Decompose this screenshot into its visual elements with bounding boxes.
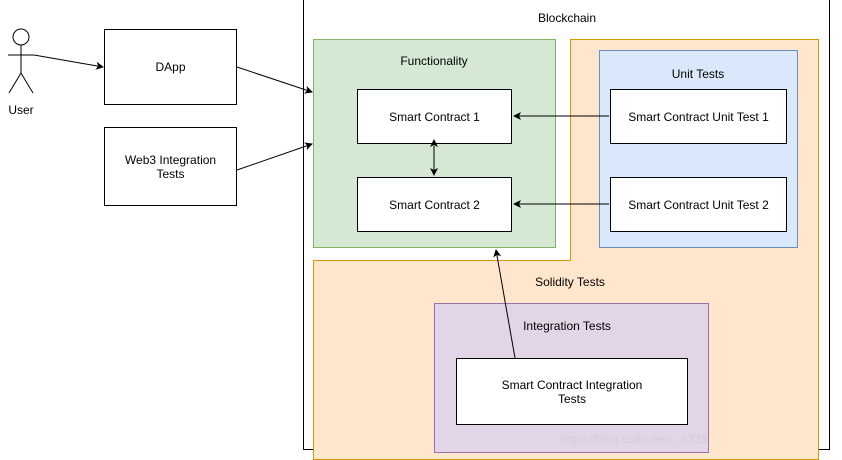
edge-web3-functionality bbox=[236, 142, 313, 171]
unit-test-2-box: Smart Contract Unit Test 2 bbox=[610, 177, 787, 232]
web3-integration-tests-box: Web3 Integration Tests bbox=[104, 127, 237, 206]
smart-contract-2-box: Smart Contract 2 bbox=[357, 177, 512, 232]
solidity-tests-label: Solidity Tests bbox=[535, 275, 605, 289]
functionality-label: Functionality bbox=[400, 54, 468, 68]
watermark: https://blog.csdn.net/...3333 bbox=[560, 432, 708, 446]
edge-user-dapp bbox=[33, 54, 104, 70]
dapp-box: DApp bbox=[104, 29, 237, 105]
blockchain-label: Blockchain bbox=[537, 11, 597, 25]
edge-integration-functionality bbox=[493, 249, 516, 359]
user-actor-icon bbox=[8, 28, 34, 94]
diagram-connectors bbox=[8, 28, 609, 359]
smart-contract-1-box: Smart Contract 1 bbox=[357, 89, 512, 144]
unit-test-1-box: Smart Contract Unit Test 1 bbox=[610, 89, 787, 144]
edge-dapp-functionality bbox=[236, 66, 313, 94]
integration-test-box: Smart Contract Integration Tests bbox=[456, 358, 688, 425]
user-label: User bbox=[8, 103, 34, 117]
unit-tests-label: Unit Tests bbox=[671, 67, 725, 81]
integration-tests-label: Integration Tests bbox=[523, 319, 611, 333]
